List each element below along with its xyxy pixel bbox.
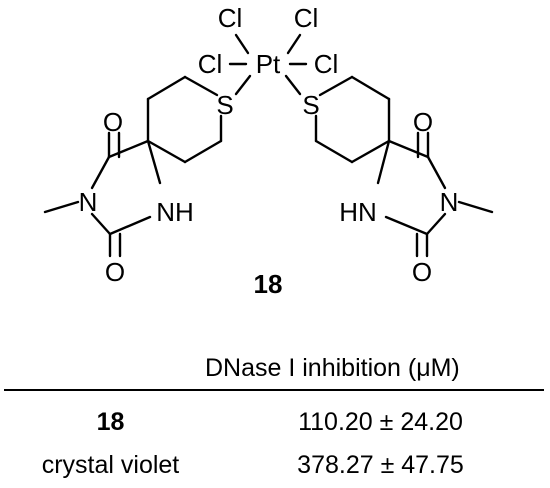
- atom-o-left-bottom: O: [105, 257, 125, 287]
- table-cell-value: 110.20 ± 24.20: [298, 408, 463, 436]
- table-rule: [4, 389, 544, 391]
- atom-cl-top-left: Cl: [218, 3, 243, 33]
- table-cell-value: 378.27 ± 47.75: [297, 451, 464, 479]
- atom-nh-left: NH: [156, 197, 194, 227]
- atom-o-right-bottom: O: [412, 257, 432, 287]
- table-cell-compound: 18: [96, 408, 125, 436]
- atom-cl-right: Cl: [314, 49, 339, 79]
- table-cell-compound: crystal violet: [41, 451, 180, 479]
- atom-s-right: S: [302, 90, 319, 120]
- atom-s-left: S: [216, 90, 233, 120]
- atom-o-left-top: O: [103, 107, 123, 137]
- atom-pt: Pt: [256, 49, 281, 79]
- molecule-structure: Cl Cl Cl Pt Cl S S O N NH O O N HN O 18: [43, 3, 494, 299]
- compound-label: 18: [254, 269, 283, 299]
- atom-hn-right: HN: [339, 197, 377, 227]
- atom-o-right-top: O: [413, 107, 433, 137]
- atom-n-left: N: [79, 187, 98, 217]
- atom-cl-top-right: Cl: [294, 3, 319, 33]
- table-header-inhibition: DNase I inhibition (μM): [205, 354, 460, 382]
- atom-n-right: N: [440, 187, 459, 217]
- atom-cl-left: Cl: [198, 49, 223, 79]
